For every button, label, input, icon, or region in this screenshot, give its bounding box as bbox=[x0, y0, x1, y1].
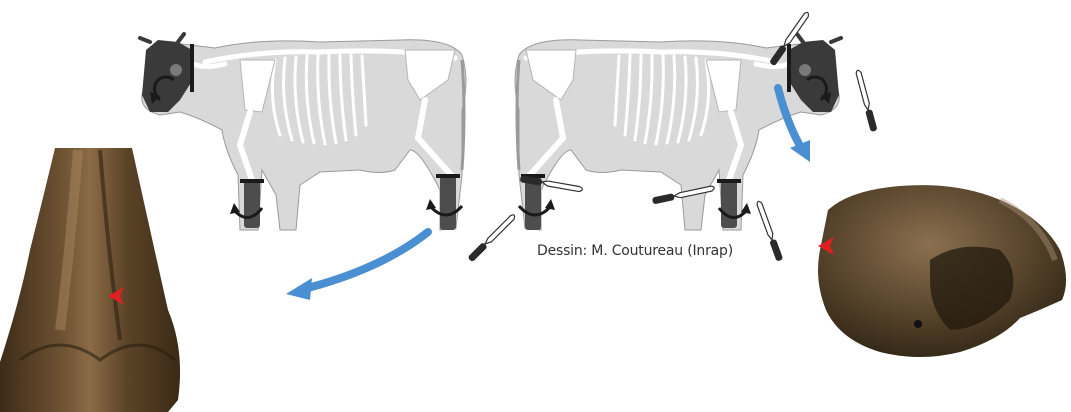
knife-icon bbox=[755, 200, 783, 262]
knife-icon bbox=[854, 69, 877, 132]
cow-illustration-left bbox=[140, 34, 466, 230]
blue-arrow-icon bbox=[286, 232, 428, 300]
bone-photo-right bbox=[818, 185, 1066, 357]
knife-icon bbox=[467, 213, 516, 262]
bone-photo-left bbox=[0, 148, 180, 412]
drawing-credit: Dessin: M. Coutureau (Inrap) bbox=[537, 243, 733, 259]
